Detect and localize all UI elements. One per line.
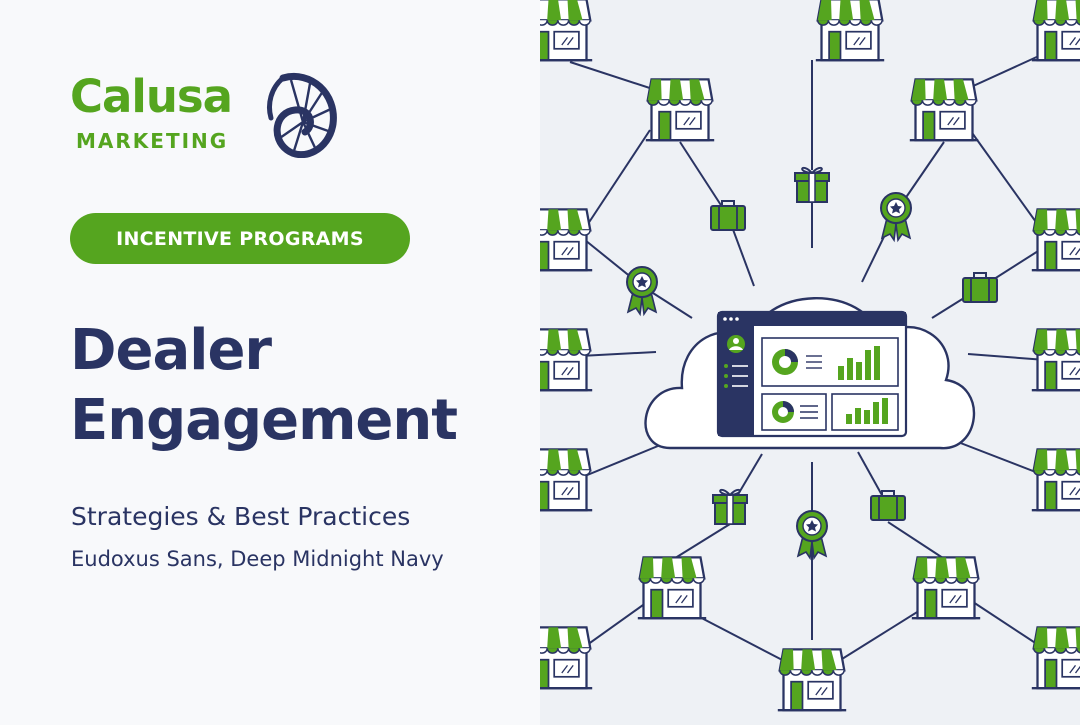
storefront-icon (1031, 328, 1080, 392)
storefront-icon (1031, 448, 1080, 512)
title-line-2: Engagement (70, 388, 458, 453)
briefcase-icon (710, 200, 746, 231)
network-illustration (540, 0, 1080, 725)
storefront-icon (540, 0, 593, 62)
storefront-icon (909, 78, 979, 142)
briefcase-icon (870, 490, 906, 521)
award-ribbon-icon (796, 510, 828, 561)
title-line-1: Dealer (70, 318, 272, 383)
storefront-icon (1031, 0, 1080, 62)
incentive-programs-badge: INCENTIVE PROGRAMS (70, 213, 410, 264)
award-ribbon-icon (880, 192, 912, 243)
storefront-icon (637, 556, 707, 620)
brand-name: Calusa (70, 70, 233, 123)
caption: Eudoxus Sans, Deep Midnight Navy (71, 547, 444, 571)
dealer-network-diagram (540, 0, 1080, 712)
cloud-dashboard-icon (644, 297, 976, 450)
briefcase-icon (962, 272, 998, 303)
storefront-icon (540, 328, 593, 392)
award-ribbon-icon (626, 266, 658, 317)
storefront-icon (815, 0, 885, 62)
left-panel: Calusa MARKETING INCENTIVE PROGRAMS Deal… (70, 70, 459, 571)
storefront-icon (540, 208, 593, 272)
brand-tagline: MARKETING (76, 129, 229, 153)
nautilus-shell-icon (267, 73, 337, 158)
gift-box-icon (794, 166, 830, 203)
gift-box-icon (712, 488, 748, 525)
page-title: Dealer Engagement (70, 316, 458, 456)
storefront-icon (540, 626, 593, 690)
storefront-icon (645, 78, 715, 142)
storefront-icon (777, 648, 847, 712)
subtitle: Strategies & Best Practices (71, 502, 411, 531)
storefront-icon (911, 556, 981, 620)
storefront-icon (1031, 626, 1080, 690)
storefront-icon (1031, 208, 1080, 272)
storefront-icon (540, 448, 593, 512)
